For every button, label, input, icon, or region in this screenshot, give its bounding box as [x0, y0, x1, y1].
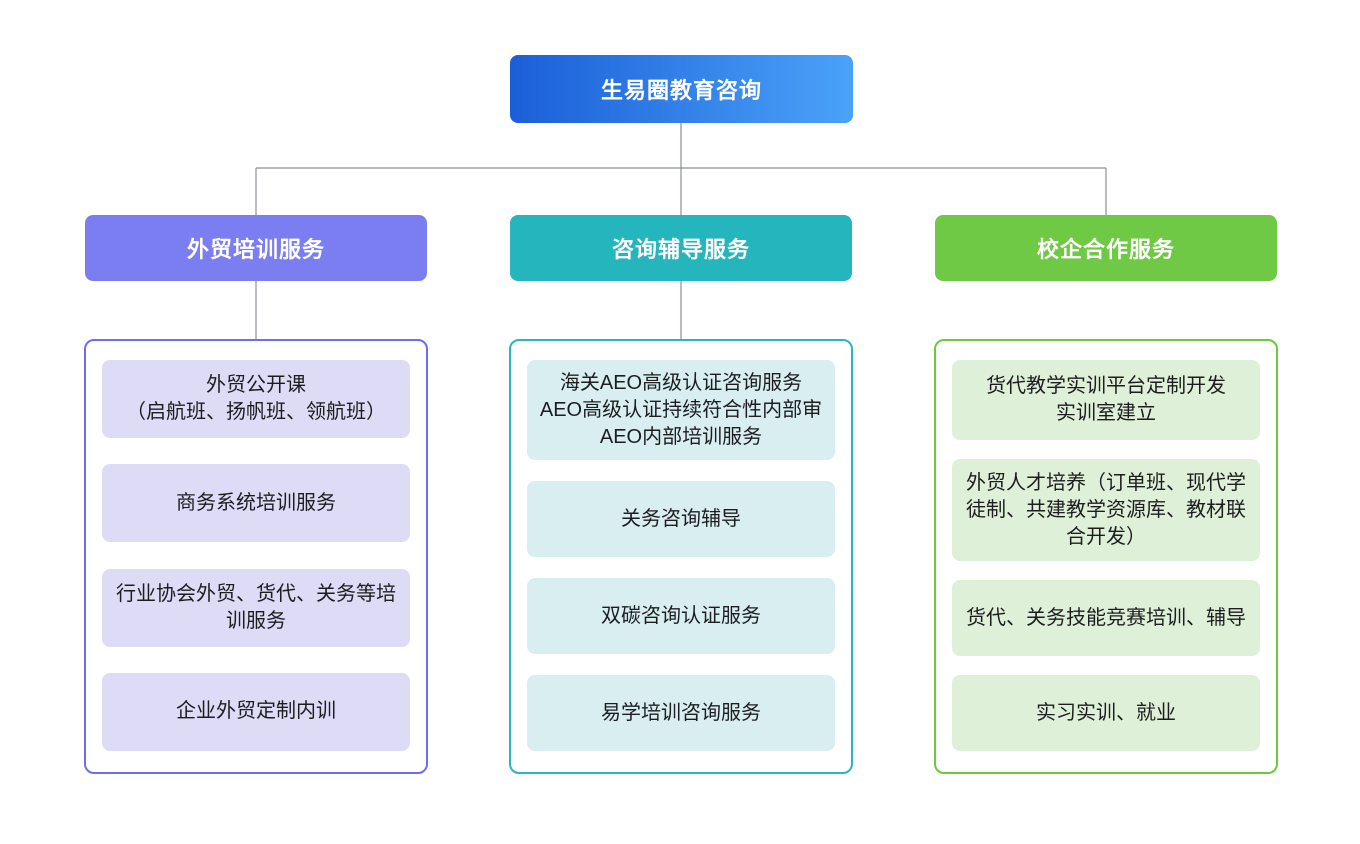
service-item: 商务系统培训服务 [102, 464, 410, 543]
service-item: 外贸人才培养（订单班、现代学徒制、共建教学资源库、教材联合开发） [952, 459, 1260, 561]
branch-container-foreign-trade-training: 外贸公开课（启航班、扬帆班、领航班） 商务系统培训服务 行业协会外贸、货代、关务… [84, 339, 428, 774]
branch-header-consulting-coaching: 咨询辅导服务 [510, 215, 852, 281]
service-item: 行业协会外贸、货代、关务等培训服务 [102, 568, 410, 647]
branch-header-foreign-trade-training: 外贸培训服务 [85, 215, 427, 281]
service-item: 易学培训咨询服务 [527, 675, 835, 751]
service-item: 外贸公开课（启航班、扬帆班、领航班） [102, 360, 410, 438]
service-item: 实习实训、就业 [952, 675, 1260, 751]
branch-container-school-enterprise: 货代教学实训平台定制开发实训室建立 外贸人才培养（订单班、现代学徒制、共建教学资… [934, 339, 1278, 774]
service-item: 企业外贸定制内训 [102, 672, 410, 751]
branch-header-school-enterprise: 校企合作服务 [935, 215, 1277, 281]
service-item: 关务咨询辅导 [527, 481, 835, 557]
service-item: 货代教学实训平台定制开发实训室建立 [952, 360, 1260, 440]
root-node: 生易圈教育咨询 [510, 55, 853, 123]
service-item: 货代、关务技能竞赛培训、辅导 [952, 580, 1260, 656]
service-item: 双碳咨询认证服务 [527, 578, 835, 654]
